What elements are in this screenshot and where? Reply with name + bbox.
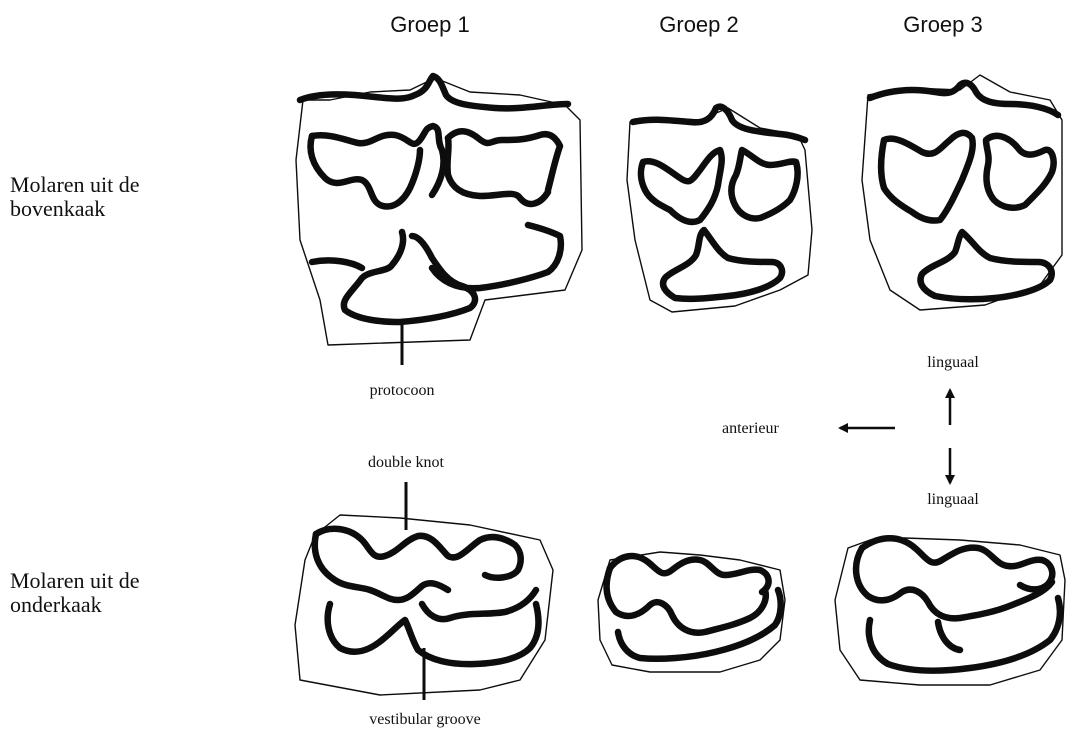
orientation-label-bottom: linguaal — [927, 491, 979, 508]
upper-molar-groep-1 — [296, 76, 582, 345]
orientation-label-top: linguaal — [927, 354, 979, 371]
upper-molar-groep-3 — [862, 75, 1062, 310]
column-header-groep-2: Groep 2 — [659, 12, 739, 37]
annotation-double-knot: double knot — [368, 454, 445, 471]
row-label-upper-line-1: Molaren uit de — [10, 172, 140, 197]
lower-molar-groep-2 — [598, 552, 785, 672]
row-label-lower: Molaren uit de onderkaak — [10, 568, 140, 617]
lower-molar-groep-3 — [835, 538, 1065, 685]
orientation-key: linguaal linguaal anterieur — [722, 354, 979, 508]
row-label-upper-line-2: bovenkaak — [10, 196, 105, 221]
orientation-label-left: anterieur — [722, 420, 780, 437]
column-header-groep-1: Groep 1 — [390, 12, 470, 37]
annotation-protocoon: protocoon — [370, 382, 435, 399]
annotation-vestibular-groove: vestibular groove — [369, 711, 481, 728]
row-label-lower-line-1: Molaren uit de — [10, 568, 140, 593]
row-label-upper: Molaren uit de bovenkaak — [10, 172, 140, 221]
upper-molar-groep-2 — [627, 107, 812, 312]
row-label-lower-line-2: onderkaak — [10, 592, 102, 617]
column-header-groep-3: Groep 3 — [903, 12, 983, 37]
